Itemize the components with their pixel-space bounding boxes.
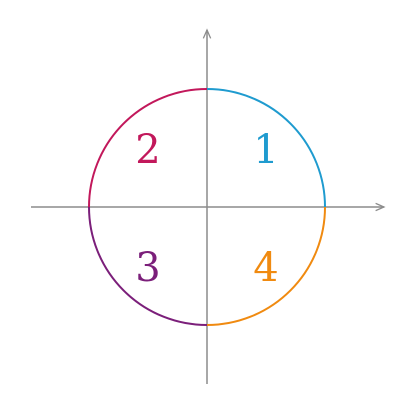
label-quadrant-3: 3: [135, 245, 160, 291]
arc-quadrant-2: [88, 88, 208, 208]
label-quadrant-2: 2: [135, 127, 160, 173]
arc-quadrant-4: [206, 206, 326, 326]
label-quadrant-4: 4: [253, 245, 278, 291]
arc-quadrant-1: [206, 88, 326, 208]
label-quadrant-1: 1: [253, 127, 278, 173]
arc-quadrant-3: [88, 206, 208, 326]
